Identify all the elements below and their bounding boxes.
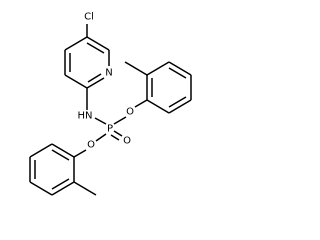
bond-l-c1-c2 (51, 143, 75, 158)
bond-r-c5-c6-inner (168, 96, 187, 108)
bond-c6-c5 (86, 36, 110, 51)
bond-l-c2-c3 (29, 143, 53, 158)
right-tolyl-ring (124, 61, 192, 114)
bond-l-c5-c6-inner (51, 178, 70, 190)
bond-l-c5-c6 (51, 181, 75, 196)
bond-c6-c5-inner (86, 42, 105, 54)
amine-nh-label: HN (78, 111, 93, 122)
bond-r-c5-c6 (168, 99, 192, 114)
chemical-structure-diagram: Cl N HN P O O O (29, 12, 192, 196)
bond-p-o-double-b (110, 134, 120, 141)
bond-p-o-left (95, 133, 107, 142)
phosphorus-label: P (107, 124, 113, 135)
bond-o-right-c1 (134, 99, 148, 108)
bond-c2-n (86, 77, 105, 89)
phosphoryl-oxygen-label: O (123, 136, 131, 147)
phosphoramidate-linker (86, 88, 127, 142)
ester-oxygen-right-label: O (126, 107, 134, 118)
bond-nh-p (94, 117, 107, 125)
bond-r-c2-c3 (146, 61, 170, 76)
chlorine-label: Cl (84, 12, 94, 23)
bond-l-c4-c5 (29, 181, 53, 196)
atom-labels: Cl N HN P O O O (78, 12, 135, 151)
bond-r-c3-c4 (168, 61, 192, 76)
bond-r-c3-c4-inner (168, 67, 187, 79)
bond-c5-c4 (64, 36, 88, 51)
bond-c3-c2 (64, 74, 88, 89)
bond-p-o-right (113, 116, 127, 125)
bond-r-c6-c1 (146, 99, 170, 114)
bond-l-c6-methyl (73, 181, 97, 196)
bond-p-o-double-a (113, 130, 123, 137)
bond-c2-n-inner (87, 73, 102, 83)
bond-l-c1-c2-inner (51, 149, 70, 161)
ester-oxygen-left-label: O (87, 140, 95, 151)
left-tolyl-ring (29, 143, 97, 196)
bond-o-left-c1 (73, 149, 87, 158)
pyridine-nitrogen-label: N (105, 68, 112, 79)
pyridine-ring (64, 24, 110, 89)
bond-r-c2-methyl (124, 61, 148, 76)
